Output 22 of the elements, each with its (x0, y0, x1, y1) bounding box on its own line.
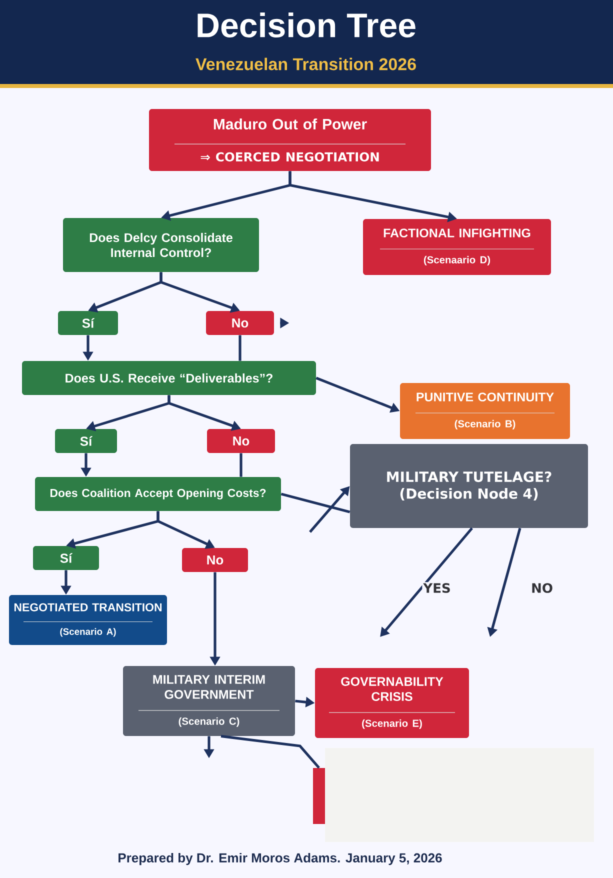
box-edge (313, 768, 325, 824)
answer-box: No (207, 429, 275, 453)
scenario-box: MILITARY INTERIM GOVERNMENT (Scenario C) (123, 666, 295, 736)
edge-label: NO (530, 582, 554, 594)
start-box: Maduro Out of Power ⇒ COERCED NEGOTIATION (149, 109, 431, 171)
caption: Prepared by Dr. Emir Moros Adams. January 5, 2026 (118, 852, 442, 866)
edge-label: YES (422, 582, 452, 594)
answer-box: No (182, 548, 248, 572)
answer-box: No (206, 311, 274, 335)
decision-box: MILITARY TUTELAGE? (Decision Node 4) (350, 444, 588, 528)
answer-box: Sí (58, 311, 118, 335)
question-box: Does Delcy Consolidate Internal Control? (63, 218, 259, 272)
scenario-box: GOVERNABILITY CRISIS (Scenario E) (315, 668, 469, 738)
scenario-box: FACTIONAL INFIGHTING (Scenaario D) (363, 219, 551, 275)
question-box: Does U.S. Receive “Deliverables”? (22, 361, 316, 395)
answer-box: Sí (55, 429, 117, 453)
question-box: Does Coalition Accept Opening Costs? (35, 477, 281, 511)
subtitle: Venezuelan Transition 2026 (196, 58, 416, 70)
scenario-box: NEGOTIATED TRANSITION (Scenario A) (9, 595, 167, 645)
title: Decision Tree (198, 12, 416, 38)
answer-box: Sí (33, 546, 99, 570)
scenario-box: PUNITIVE CONTINUITY (Scenario B) (400, 383, 570, 439)
